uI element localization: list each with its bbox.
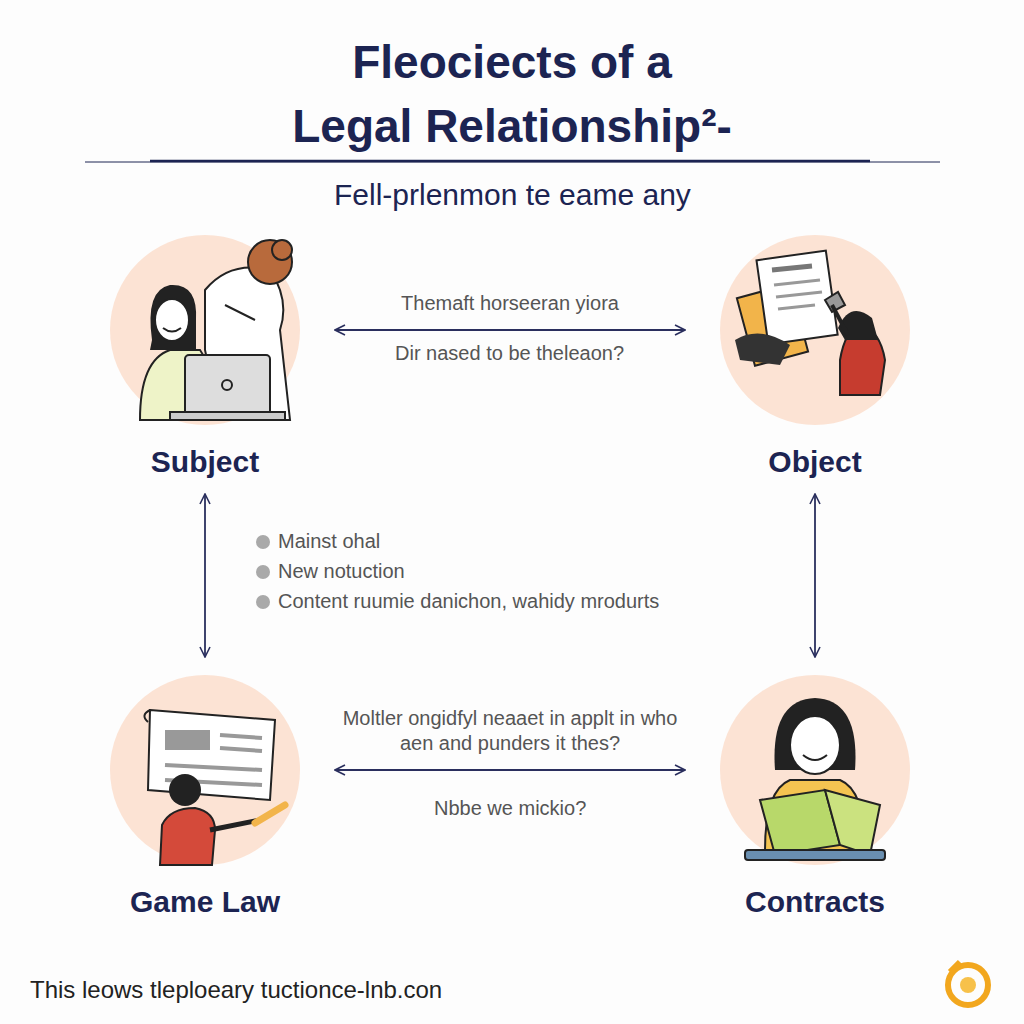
note-label: Mainst ohal	[278, 530, 380, 553]
rule-thin	[85, 162, 940, 163]
bullet-dot	[256, 565, 270, 579]
game-law-illustration	[110, 675, 300, 865]
node-heading: Object	[768, 445, 861, 479]
node-heading: Contracts	[745, 885, 885, 919]
double-arrow	[204, 494, 206, 657]
bullet-dot	[256, 595, 270, 609]
node-heading: Subject	[151, 445, 259, 479]
note-label: Fell-prlenmon te eame any	[334, 178, 691, 212]
note-label: Nbbe we mickio?	[434, 797, 586, 820]
note-label: Content ruumie danichon, wahidy mrodurts	[278, 590, 659, 613]
circle-node: Contracts	[720, 675, 910, 919]
circle-node: Game Law	[110, 675, 300, 919]
double-arrow	[335, 769, 685, 771]
bullet-dot	[256, 535, 270, 549]
caption: This leows tleploeary tuctionce-lnb.con	[30, 976, 442, 1004]
edge-label: Moltler ongidfyl neaaet in applt in who …	[336, 706, 684, 756]
double-arrow	[335, 329, 685, 331]
note-label: New notuction	[278, 560, 405, 583]
edge-label: Themaft horseeran yiora	[336, 291, 684, 316]
circle-node: Subject	[110, 235, 300, 479]
note-label: Dir nased to be theleaon?	[395, 342, 624, 365]
title: Fleociects of a Legal Relationship²-	[292, 30, 732, 158]
rule-thick	[150, 160, 870, 163]
contracts-illustration	[720, 675, 910, 865]
double-arrow	[814, 494, 816, 657]
object-illustration	[720, 235, 910, 425]
logo	[948, 962, 988, 1005]
circle-node: Object	[720, 235, 910, 479]
node-heading: Game Law	[130, 885, 280, 919]
subject-illustration	[110, 235, 300, 425]
